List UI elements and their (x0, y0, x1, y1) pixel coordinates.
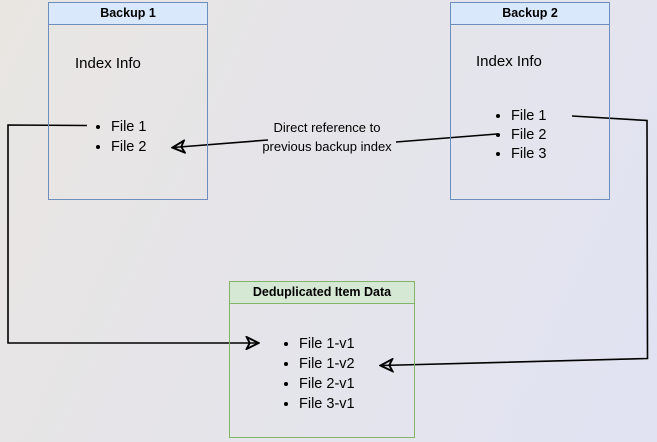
list-item: File 2 (111, 137, 146, 157)
direct-reference-label: Direct reference to previous backup inde… (245, 118, 409, 156)
direct-reference-label-line2: previous backup index (262, 139, 392, 154)
dedup-title: Deduplicated Item Data (230, 282, 414, 304)
list-item: File 1 (111, 117, 146, 137)
list-item: File 3 (511, 145, 546, 164)
list-item: File 1-v1 (299, 334, 355, 354)
line-direct-reference-right-segment (395, 133, 498, 143)
list-item: File 2 (511, 126, 546, 145)
backup2-file-list: File 1File 2File 3 (493, 107, 546, 164)
list-item: File 1-v2 (299, 354, 355, 374)
list-item: File 2-v1 (299, 374, 355, 394)
backup1-file-list: File 1File 2 (93, 117, 146, 157)
backup1-box: Backup 1 Index Info File 1File 2 (48, 2, 208, 200)
backup1-title: Backup 1 (49, 3, 207, 25)
list-item: File 1 (511, 107, 546, 126)
deduplicated-item-data-box: Deduplicated Item Data File 1-v1File 1-v… (229, 281, 415, 438)
backup1-subtitle: Index Info (75, 55, 141, 72)
backup2-box: Backup 2 Index Info File 1File 2File 3 (450, 2, 610, 200)
backup2-title: Backup 2 (451, 3, 609, 25)
arrow-backup1-file1-to-dedup-file1v1 (7, 124, 258, 343)
direct-reference-label-line1: Direct reference to (273, 120, 381, 135)
backup2-subtitle: Index Info (476, 53, 542, 70)
dedup-file-list: File 1-v1File 1-v2File 2-v1File 3-v1 (281, 334, 355, 414)
list-item: File 3-v1 (299, 394, 355, 414)
arrow-direct-reference-to-backup1-file2 (173, 139, 269, 148)
